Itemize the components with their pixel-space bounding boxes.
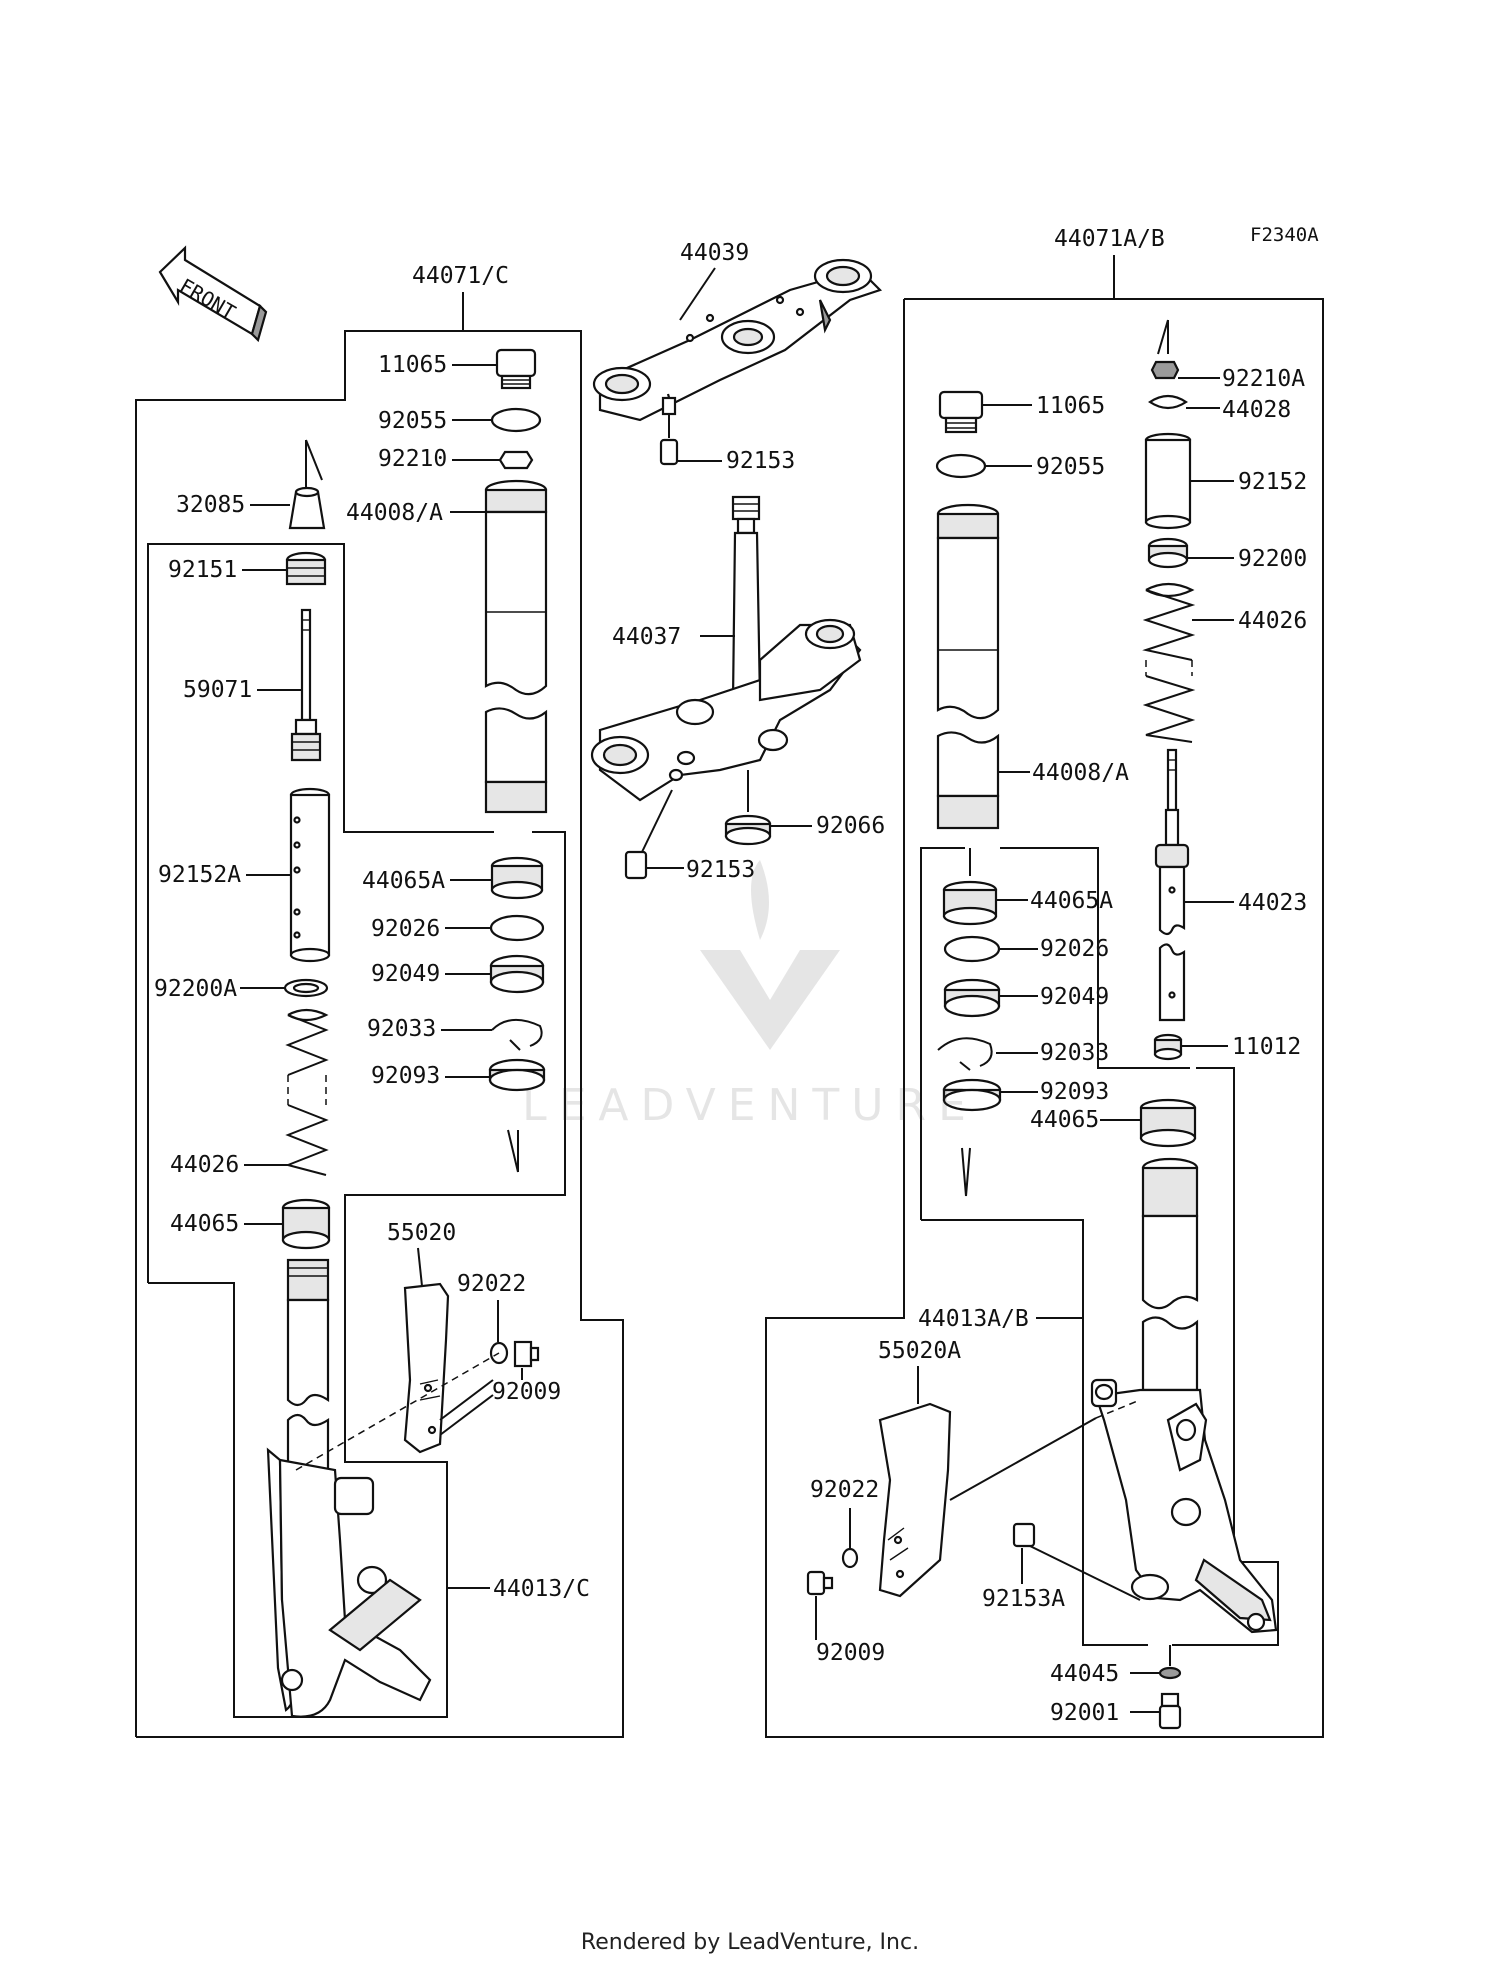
part-44037: 44037 [612, 624, 681, 650]
part-92033-right: 92033 [1040, 1040, 1109, 1066]
footer-credit: Rendered by LeadVenture, Inc. [580, 1930, 920, 1955]
part-92055-right: 92055 [1036, 454, 1105, 480]
part-32085: 32085 [176, 492, 245, 518]
part-92200a: 92200A [154, 976, 237, 1002]
top-bracket-group: 44039 92153 44037 92066 [590, 240, 885, 883]
part-92066: 92066 [816, 813, 885, 839]
part-92022-left: 92022 [457, 1271, 526, 1297]
part-44065-right: 44065 [1030, 1107, 1099, 1133]
part-92152: 92152 [1238, 469, 1307, 495]
part-44013c: 44013/C [493, 1576, 590, 1602]
part-92153-low: 92153 [686, 857, 755, 883]
part-92093-left: 92093 [371, 1063, 440, 1089]
front-arrow-icon: FRONT [158, 245, 268, 343]
part-59071: 59071 [183, 677, 252, 703]
part-44028: 44028 [1222, 397, 1291, 423]
part-92049-left: 92049 [371, 961, 440, 987]
part-92033-left: 92033 [367, 1016, 436, 1042]
part-92210a: 92210A [1222, 366, 1305, 392]
part-44008a-right: 44008/A [1032, 760, 1129, 786]
part-11012: 11012 [1232, 1034, 1301, 1060]
part-44065a-left: 44065A [362, 868, 445, 894]
part-92009-left: 92009 [492, 1379, 561, 1405]
part-55020: 55020 [387, 1220, 456, 1246]
part-44065-left: 44065 [170, 1211, 239, 1237]
part-11065-right: 11065 [1036, 393, 1105, 419]
part-92210-left: 92210 [378, 446, 447, 472]
part-92152a: 92152A [158, 862, 241, 888]
part-44026-left: 44026 [170, 1152, 239, 1178]
part-44026-right: 44026 [1238, 608, 1307, 634]
diagram-code: F2340A [1250, 224, 1319, 246]
part-92026-left: 92026 [371, 916, 440, 942]
part-92022-right: 92022 [810, 1477, 879, 1503]
left-fork-group: 44071/C 11065 92055 92210 44008/A 32085 [135, 263, 624, 1738]
right-fork-group: 44071A/B 92210A 44028 11065 92055 92152 [765, 226, 1324, 1738]
group-label-left-fork: 44071/C [412, 263, 509, 289]
spring-right [1142, 582, 1196, 743]
svg-text:LEADVENTURE: LEADVENTURE [522, 1080, 978, 1131]
part-92153-top: 92153 [726, 448, 795, 474]
part-44008a-left: 44008/A [346, 500, 443, 526]
watermark: LEADVENTURE [522, 860, 978, 1131]
part-44013ab: 44013A/B [918, 1306, 1029, 1332]
group-label-top-bracket: 44039 [680, 240, 749, 266]
part-92049-right: 92049 [1040, 984, 1109, 1010]
part-92009-right: 92009 [816, 1640, 885, 1666]
part-92153a: 92153A [982, 1586, 1065, 1612]
part-44065a-right: 44065A [1030, 888, 1113, 914]
group-label-right-fork: 44071A/B [1054, 226, 1165, 252]
part-44023: 44023 [1238, 890, 1307, 916]
part-92026-right: 92026 [1040, 936, 1109, 962]
part-92055-left: 92055 [378, 408, 447, 434]
part-92151: 92151 [168, 557, 237, 583]
part-11065-left: 11065 [378, 352, 447, 378]
part-92001: 92001 [1050, 1700, 1119, 1726]
part-92200: 92200 [1238, 546, 1307, 572]
part-92093-right: 92093 [1040, 1079, 1109, 1105]
part-44045: 44045 [1050, 1661, 1119, 1687]
spring-left [284, 1008, 329, 1176]
part-55020a: 55020A [878, 1338, 961, 1364]
